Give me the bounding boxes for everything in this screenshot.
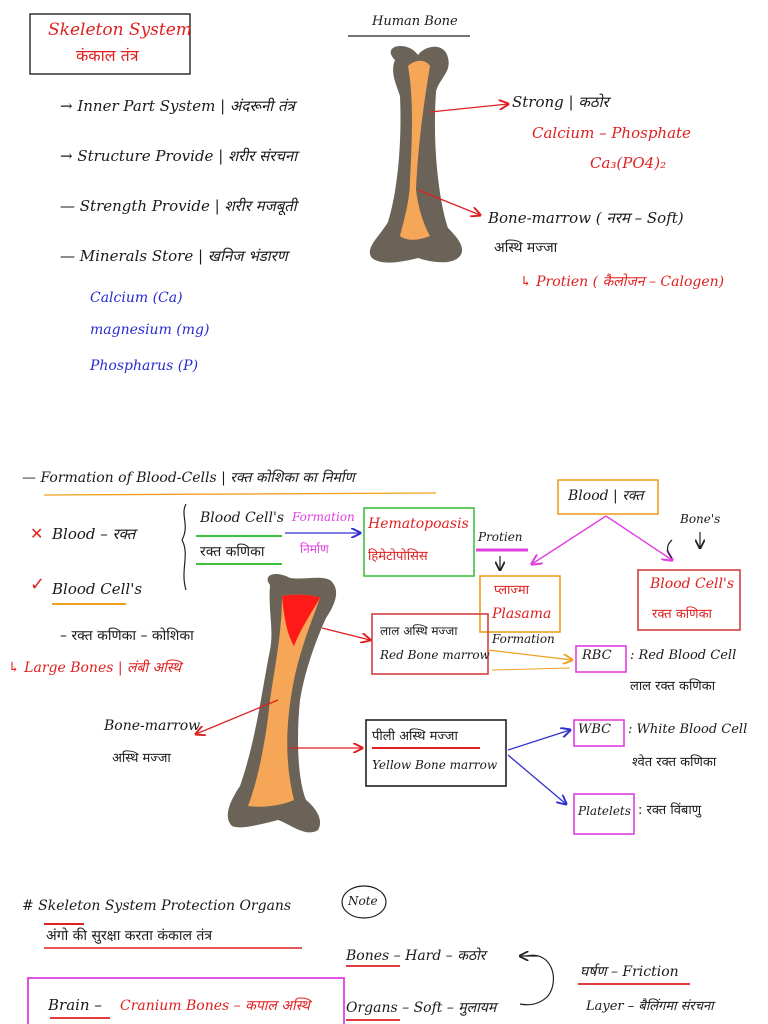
section3-heading-hi: अंगो की सुरक्षा करता कंकाल तंत्र [46, 928, 213, 944]
yellow-marrow-en: Yellow Bone marrow [372, 758, 498, 772]
blood-cells-en: Blood Cell's [200, 510, 285, 526]
layer: Layer – बैलिंगमा संरचना [586, 999, 714, 1014]
friction: घर्षण – Friction [580, 964, 679, 980]
protein-label: ↳ Protien ( कैलोजन – Calogen) [520, 274, 725, 290]
human-bone-top [369, 45, 463, 263]
rbc-desc: : Red Blood Cell [630, 648, 737, 663]
title-en: Skeleton System [48, 20, 192, 40]
bone-marrow-hi: अस्थि मज्जा [112, 751, 171, 766]
blood-cells-red: Blood Cell's [650, 576, 735, 592]
formula: Ca₃(PO4)₂ [590, 154, 667, 172]
cell-hi: – रक्त कणिका – कोशिका [60, 628, 194, 644]
check-mark: ✓ [30, 574, 46, 595]
bone-marrow-en: Bone-marrow [104, 718, 201, 734]
marrow-label: Bone-marrow ( नरम – Soft) [488, 209, 684, 227]
protien-word: Protien [478, 530, 523, 544]
bones-line: Bones – Hard – कठोर [346, 948, 486, 964]
rbc: RBC [582, 648, 612, 663]
blood-cells-hi: रक्त कणिका [200, 544, 265, 560]
plasma-en: Plasama [492, 606, 552, 622]
blood-x: Blood – रक्त [52, 525, 136, 543]
bones-word: Bone's [680, 512, 721, 526]
blood-box-label: Blood | रक्त [568, 488, 644, 504]
mineral-calcium: Calcium (Ca) [90, 290, 183, 306]
red-marrow-hi: लाल अस्थि मज्जा [380, 624, 458, 638]
x-mark: ✕ [30, 524, 44, 543]
platelets: Platelets [578, 804, 631, 818]
title-hi: कंकाल तंत्र [76, 46, 139, 65]
wbc-desc: : White Blood Cell [628, 722, 748, 737]
red-marrow-en: Red Bone marrow [380, 648, 490, 662]
point-minerals: — Minerals Store | खनिज भंडारण [60, 247, 288, 265]
platelets-desc: : रक्त विंबाणु [638, 803, 702, 818]
large-bone [227, 574, 337, 833]
cranium: Cranium Bones – कपाल अस्थि [120, 998, 310, 1014]
wbc: WBC [578, 722, 612, 737]
marrow-hi: अस्थि मज्जा [494, 240, 558, 256]
wbc-hi: श्वेत रक्त कणिका [632, 755, 717, 770]
formation2: Formation [492, 632, 555, 646]
mineral-phosphorus: Phospharus (P) [90, 358, 199, 374]
mineral-magnesium: magnesium (mg) [90, 322, 210, 338]
section3-heading: # Skeleton System Protection Organs [22, 898, 292, 914]
point-structure: → Structure Provide | शरीर संरचना [60, 147, 298, 165]
yellow-marrow-hi: पीली अस्थि मज्जा [372, 729, 458, 744]
organs-line: Organs – Soft – मुलायम [346, 1000, 497, 1016]
formation-en: Formation [292, 510, 355, 524]
blood-cells-red-hi: रक्त कणिका [652, 607, 712, 622]
hema-hi: हिमेटोपोसिस [368, 549, 428, 564]
brain: Brain – [48, 996, 102, 1014]
bone-title: Human Bone [372, 14, 458, 29]
point-inner: → Inner Part System | अंदरूनी तंत्र [60, 97, 295, 115]
note-label: Note [348, 894, 378, 908]
blood-cells-check: Blood Cell's [52, 580, 143, 598]
large-bones: ↳ Large Bones | लंबी अस्थि [8, 660, 182, 676]
point-strength: — Strength Provide | शरीर मजबूती [60, 197, 297, 215]
formation-hi: निर्माण [300, 542, 329, 556]
rbc-hi: लाल रक्त कणिका [630, 679, 716, 694]
hema-en: Hematopoasis [368, 516, 469, 532]
calcium-phosphate: Calcium – Phosphate [532, 124, 691, 142]
plasma-hi: प्लाज्मा [494, 583, 529, 598]
title-box [29, 13, 191, 75]
strong-label: Strong | कठोर [512, 93, 609, 111]
section2-heading: — Formation of Blood-Cells | रक्त कोशिका… [22, 470, 355, 486]
